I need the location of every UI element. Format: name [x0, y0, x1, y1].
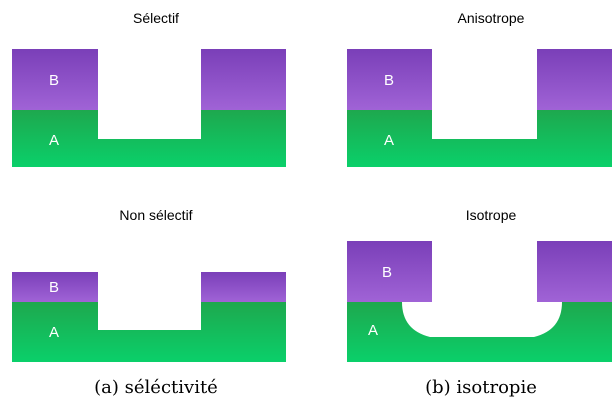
panel-title: Anisotrope [458, 10, 525, 26]
layer-b-left [347, 241, 432, 302]
caption-a: (a) séléctivité [94, 377, 218, 398]
layer-a [12, 110, 286, 167]
layer-b-right [201, 272, 286, 302]
layer-b-left [347, 49, 432, 110]
panel-selectif: Sélectif B A [12, 10, 286, 167]
label-a: A [368, 322, 378, 339]
label-a: A [384, 132, 394, 149]
layer-b-left [12, 272, 98, 302]
layer-a [12, 302, 286, 362]
panel-non-selectif: Non sélectif B A [12, 207, 286, 362]
caption-b: (b) isotropie [425, 377, 537, 398]
layer-a [347, 302, 612, 362]
label-b: B [49, 279, 59, 296]
layer-b-left [12, 49, 98, 110]
label-a: A [49, 324, 59, 341]
layer-b-right [201, 49, 286, 110]
panel-title: Sélectif [133, 10, 179, 26]
panel-title: Isotrope [466, 207, 517, 223]
layer-b-right [537, 49, 612, 110]
label-b: B [382, 264, 392, 281]
panel-anisotrope: Anisotrope B A [347, 10, 612, 167]
panel-title: Non sélectif [119, 207, 192, 223]
label-b: B [49, 72, 59, 89]
layer-b-right [537, 241, 612, 302]
panel-isotrope: Isotrope B A [347, 207, 612, 362]
label-b: B [384, 72, 394, 89]
layer-a [347, 110, 612, 167]
label-a: A [49, 132, 59, 149]
